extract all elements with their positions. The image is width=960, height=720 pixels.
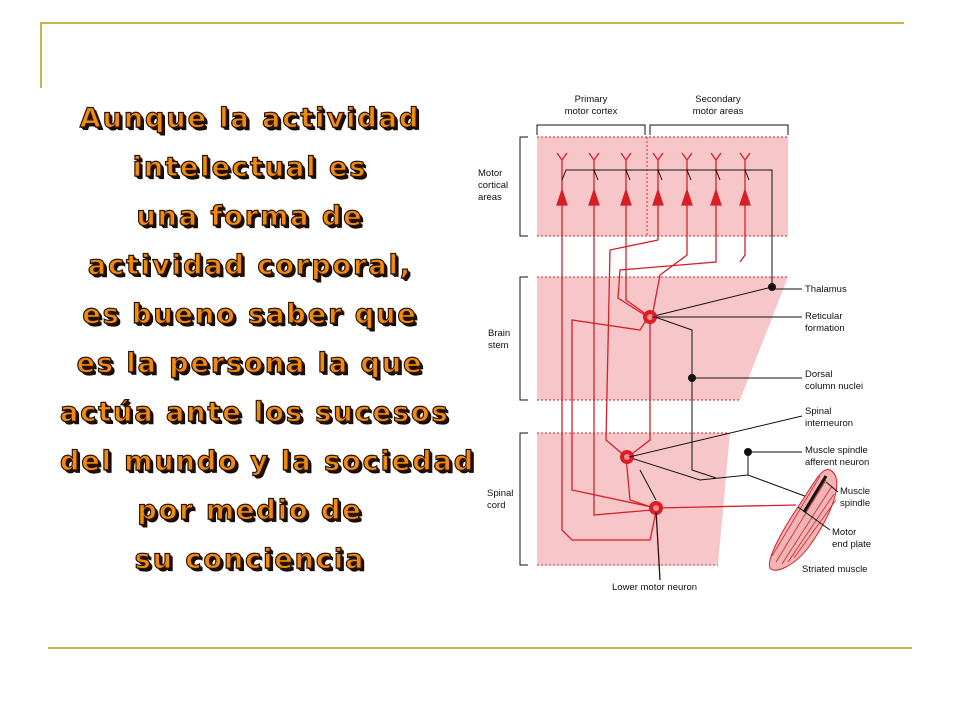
quote-line: Aunque la actividad: [79, 102, 421, 134]
brainstem-band: [537, 277, 788, 400]
label-striated-muscle: Striated muscle: [802, 564, 867, 575]
thalamus-synapse: [768, 283, 776, 291]
left-rule: [40, 22, 42, 88]
afferent-synapse: [744, 448, 752, 456]
quote-line: es bueno saber que: [82, 298, 418, 330]
quote-text: Aunque la actividad intelectual es una f…: [59, 94, 476, 584]
quote-line: actividad corporal,: [87, 249, 413, 281]
quote-line: su conciencia: [134, 543, 366, 575]
quote-line: una forma de: [136, 200, 364, 232]
interneuron-nucleus: [620, 450, 634, 464]
quote-line: intelectual es: [132, 151, 368, 183]
quote-line: actúa ante los sucesos: [59, 396, 450, 428]
bottom-rule: [48, 647, 912, 649]
quote-line: es la persona la que: [76, 347, 424, 379]
muscle-spindle-body: [802, 475, 828, 513]
dorsal-column-synapse: [688, 374, 696, 382]
spinal-band: [537, 433, 730, 565]
quote-line: por medio de: [137, 494, 363, 526]
top-rule: [40, 22, 904, 24]
label-lower-motor-neuron: Lower motor neuron: [612, 582, 697, 593]
lower-motor-nucleus: [649, 501, 663, 515]
cortex-band: [537, 137, 788, 236]
reticular-nucleus: [643, 310, 657, 324]
label-thalamus: Thalamus: [805, 284, 847, 295]
cortical-neuron: [652, 152, 664, 206]
quote-line: del mundo y la sociedad: [59, 445, 476, 477]
striated-muscle: [768, 469, 838, 571]
